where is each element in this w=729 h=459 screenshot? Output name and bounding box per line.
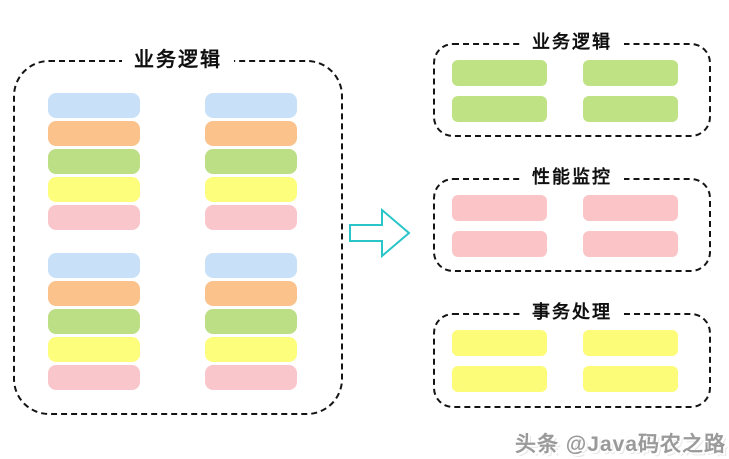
code-block-stack: [48, 253, 140, 390]
code-block-green: [48, 149, 140, 174]
code-block-stack: [205, 93, 297, 230]
aspect-panel-performance-monitor: 性能监控: [433, 167, 711, 272]
code-block-blue: [48, 93, 140, 118]
watermark: 头条 @Java码农之路: [514, 433, 726, 456]
aspect-panel-title: 性能监控: [520, 167, 624, 188]
performance-monitor-block: [452, 195, 547, 221]
code-block-yellow: [205, 337, 297, 362]
code-block-orange: [48, 121, 140, 146]
code-block-pink: [205, 365, 297, 390]
code-block-blue: [205, 93, 297, 118]
business-logic-block: [452, 60, 547, 86]
aspect-block-grid: [452, 60, 678, 122]
business-logic-block: [583, 60, 678, 86]
aspect-panel-business-logic: 业务逻辑: [433, 32, 711, 137]
business-logic-block: [583, 96, 678, 122]
transform-arrow-icon: [348, 205, 412, 261]
code-block-pink: [205, 205, 297, 230]
aspect-block-grid: [452, 330, 678, 392]
transaction-block: [452, 330, 547, 356]
performance-monitor-block: [583, 195, 678, 221]
code-block-orange: [48, 281, 140, 306]
code-block-green: [205, 149, 297, 174]
code-block-blue: [205, 253, 297, 278]
aspect-panel-transaction: 事务处理: [433, 302, 711, 408]
monolith-panel: 业务逻辑: [13, 49, 343, 415]
code-block-yellow: [205, 177, 297, 202]
code-block-orange: [205, 281, 297, 306]
aspect-panel-title: 业务逻辑: [520, 32, 624, 53]
aspect-panel-title: 事务处理: [520, 302, 624, 323]
code-block-pink: [48, 205, 140, 230]
performance-monitor-block: [452, 231, 547, 257]
transaction-block: [583, 330, 678, 356]
code-block-yellow: [48, 177, 140, 202]
transaction-block: [452, 366, 547, 392]
code-block-stack: [48, 93, 140, 230]
transaction-block: [583, 366, 678, 392]
code-block-stack: [205, 253, 297, 390]
code-block-pink: [48, 365, 140, 390]
code-block-orange: [205, 121, 297, 146]
code-block-yellow: [48, 337, 140, 362]
code-block-green: [205, 309, 297, 334]
monolith-panel-title: 业务逻辑: [122, 49, 234, 71]
code-block-blue: [48, 253, 140, 278]
business-logic-block: [452, 96, 547, 122]
code-block-green: [48, 309, 140, 334]
aspect-block-grid: [452, 195, 678, 257]
performance-monitor-block: [583, 231, 678, 257]
